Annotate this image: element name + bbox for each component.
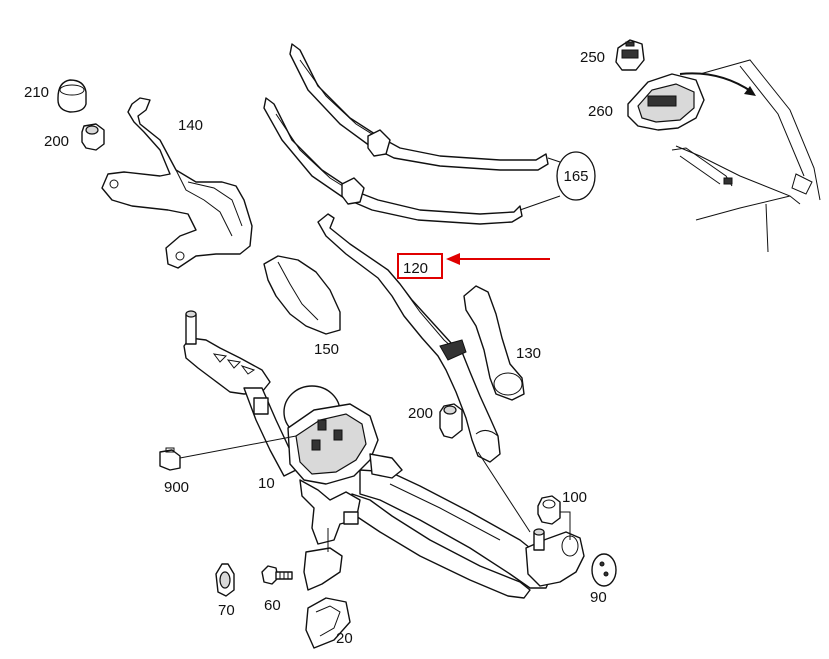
- label-70: 70: [218, 602, 235, 619]
- label-210: 210: [24, 84, 49, 101]
- label-100: 100: [562, 489, 587, 506]
- label-140: 140: [178, 117, 203, 134]
- part-120-wiper-arm[interactable]: [317, 213, 501, 463]
- label-200-mid: 200: [408, 405, 433, 422]
- highlight-box-120: 120: [397, 253, 550, 279]
- label-150: 150: [314, 341, 339, 358]
- part-165-wiper-blade-lower[interactable]: [263, 97, 523, 225]
- part-210-cap[interactable]: [57, 79, 87, 113]
- part-165-callout: 165: [556, 151, 596, 201]
- part-100-nut[interactable]: [537, 495, 561, 525]
- label-120: 120: [403, 260, 428, 277]
- part-150-cover[interactable]: [263, 255, 341, 335]
- label-10: 10: [258, 475, 275, 492]
- part-200-nut-top[interactable]: [81, 123, 105, 151]
- label-165: 165: [563, 168, 588, 185]
- part-140-cowl-cover[interactable]: [101, 97, 253, 269]
- part-10-crank-arm[interactable]: [183, 310, 271, 395]
- part-10-pivot-shaft[interactable]: [243, 387, 297, 477]
- part-60-bolt[interactable]: [261, 565, 293, 585]
- part-250-sensor[interactable]: [615, 39, 645, 71]
- part-20-bracket[interactable]: [305, 597, 351, 649]
- vehicle-windshield-sketch: [671, 59, 821, 253]
- part-130-arm-cover[interactable]: [463, 285, 525, 401]
- label-20: 20: [336, 630, 353, 647]
- part-10-wiper-motor[interactable]: [283, 385, 403, 545]
- label-90: 90: [590, 589, 607, 606]
- motor-mount-bracket[interactable]: [303, 528, 343, 591]
- wiper-linkage-rod[interactable]: [351, 469, 553, 599]
- part-70-grommet[interactable]: [215, 563, 235, 597]
- part-165-wiper-blade-upper[interactable]: [289, 43, 549, 171]
- part-260-sensor-cover[interactable]: [627, 73, 705, 131]
- label-900: 900: [164, 479, 189, 496]
- label-60: 60: [264, 597, 281, 614]
- label-260: 260: [588, 103, 613, 120]
- part-90-cap[interactable]: [591, 553, 617, 587]
- part-900-connector[interactable]: [159, 447, 181, 471]
- label-130: 130: [516, 345, 541, 362]
- label-200-top: 200: [44, 133, 69, 150]
- part-200-nut-mid[interactable]: [439, 403, 463, 439]
- label-250: 250: [580, 49, 605, 66]
- right-pivot-housing[interactable]: [525, 528, 585, 587]
- location-arrow-260: [679, 72, 756, 96]
